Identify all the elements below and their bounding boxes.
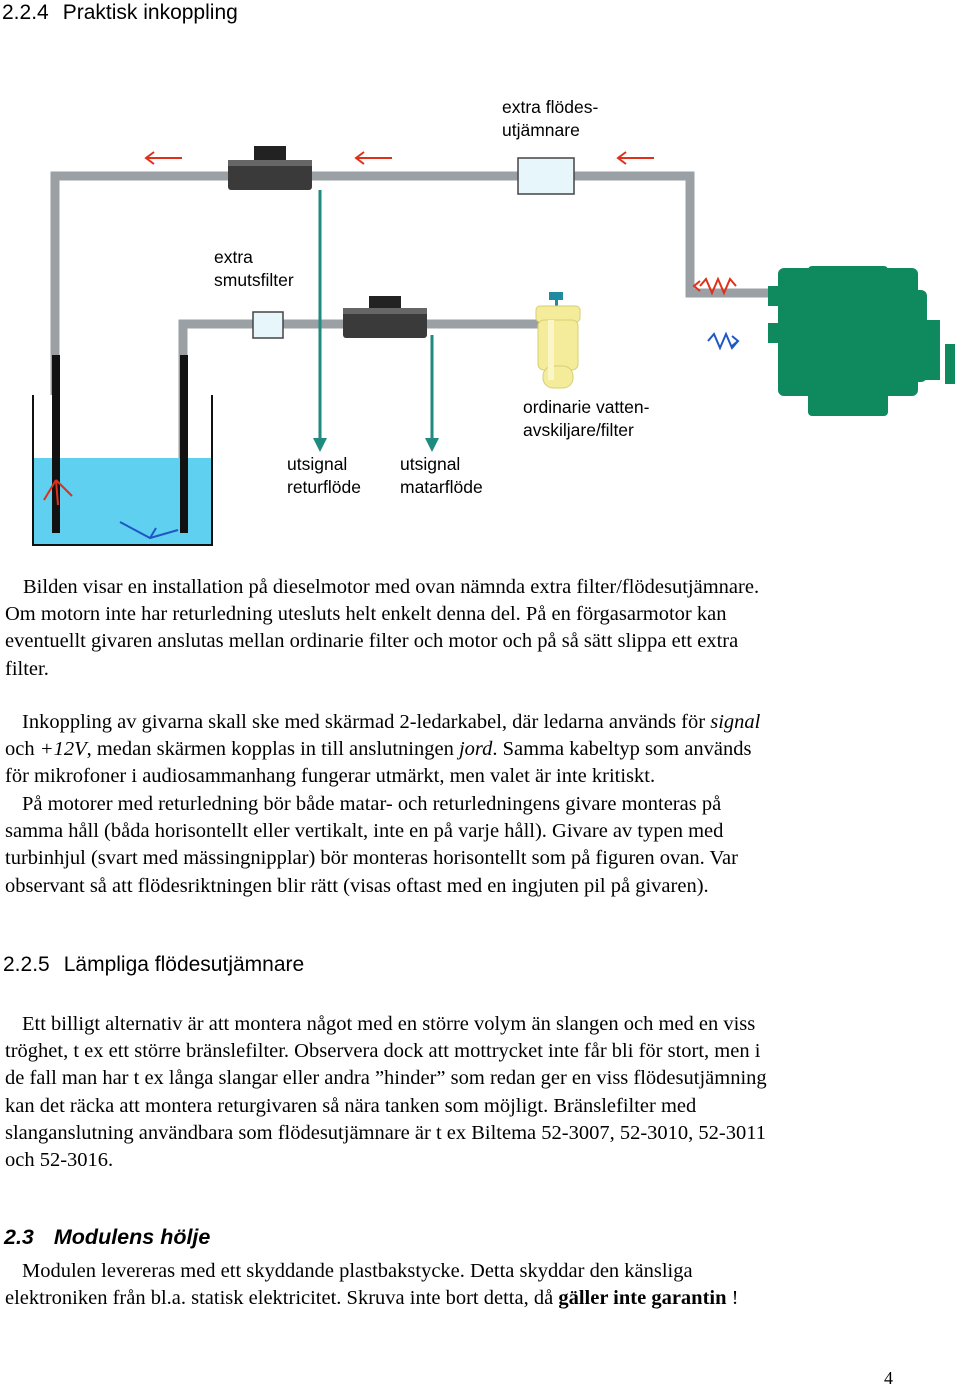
- paragraph-installation: Bilden visar en installation på dieselmo…: [5, 576, 760, 680]
- section-title: Modulens hölje: [53, 1225, 211, 1249]
- extra-flow-equalizer: [517, 157, 575, 195]
- filter-icon: [535, 292, 581, 389]
- page-number: 4: [884, 1368, 893, 1388]
- section-heading-2-3: 2.3 Modulens hölje: [4, 1224, 210, 1251]
- paragraph-module-housing: Modulen levereras med ett skyddande plas…: [5, 1260, 739, 1310]
- section-heading-2-2-4: 2.2.4 Praktisk inkoppling: [2, 0, 238, 26]
- section-number: 2.3: [4, 1225, 34, 1249]
- label-water-separator: ordinarie vatten-avskiljare/filter: [523, 397, 650, 440]
- paragraph-cabling: Inkoppling av givarna skall ske med skär…: [5, 711, 761, 788]
- paragraph-flow-equalizers: Ett billigt alternativ är att montera nå…: [5, 1013, 767, 1172]
- supply-pipe: [178, 319, 555, 530]
- flow-arrow-icon: [144, 151, 737, 296]
- sensor-icon: [343, 296, 427, 338]
- section-number: 2.2.4: [2, 1, 49, 24]
- section-heading-2-2-5: 2.2.5 Lämpliga flödesutjämnare: [3, 952, 304, 978]
- sensor-icon: [228, 146, 312, 190]
- label-extra-flow-equalizer: extra flödes-utjämnare: [502, 97, 599, 140]
- tank-icon: [32, 355, 213, 546]
- signal-wires: [313, 190, 439, 452]
- engine-icon: [768, 266, 955, 416]
- section-title: Lämpliga flödesutjämnare: [63, 953, 305, 976]
- fuel-installation-diagram: [32, 146, 955, 546]
- return-pipe: [50, 171, 770, 395]
- extra-dirt-filter: [252, 311, 284, 339]
- paragraph-mounting: På motorer med returledning bör både mat…: [5, 793, 738, 897]
- section-title: Praktisk inkoppling: [62, 1, 238, 24]
- section-number: 2.2.5: [3, 953, 50, 976]
- flow-arrow-icon: [707, 331, 740, 351]
